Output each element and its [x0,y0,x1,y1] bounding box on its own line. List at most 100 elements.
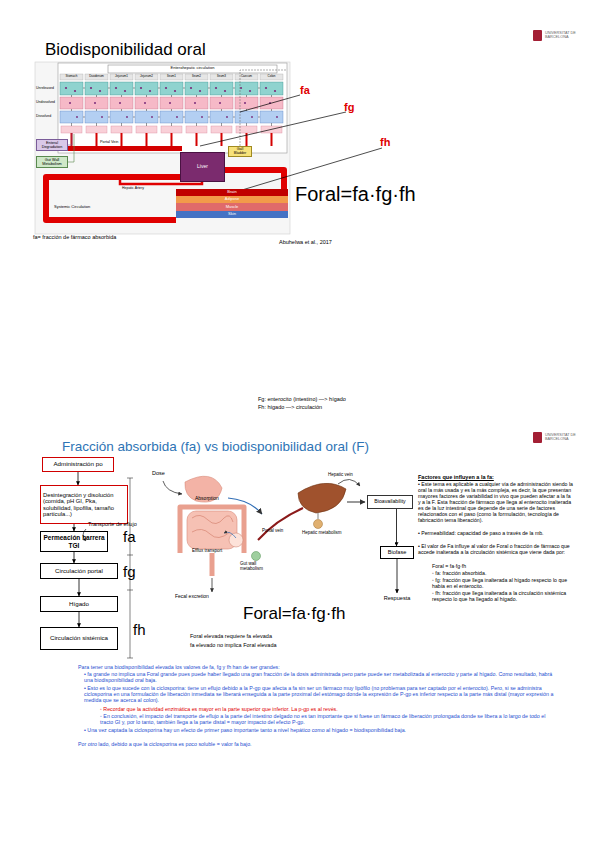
transfer-arrow [221,95,222,111]
logo-shield [533,432,542,443]
dissolved-compartment [60,111,83,123]
undissolved-compartment [210,97,233,109]
unreleased-compartment [110,82,133,95]
unreleased-compartment [185,82,208,95]
text-label: Dose [152,470,182,476]
node-text: Permeación barrera TGI [43,534,105,548]
drug-particle [190,87,192,89]
unreleased-compartment [260,82,283,95]
undissolved-compartment [235,97,258,109]
header-box [108,65,277,73]
result-label-box: Respuesta [376,593,418,604]
organ-box: Gall Bladder [228,146,252,157]
drug-particle [144,102,146,104]
transit-arrow [208,88,210,117]
node-text: Circulación portal [43,568,115,575]
slide-title: Biodisponibilidad oral [45,40,365,60]
process-box: Circulación portal [40,563,118,579]
enterocyte [236,126,257,133]
transfer-arrow [146,95,147,111]
undissolved-compartment [135,97,158,109]
absorption-arrow [96,123,97,126]
text-label: fa elevado no implica Foral elevada [190,642,340,648]
drug-particle [174,90,176,92]
text-label: Unreleased [36,86,58,90]
unreleased-compartment [60,82,83,95]
drug-particle [169,102,171,104]
drug-particle [124,90,126,92]
text-label: Foral = fa·fg·fh [432,564,552,570]
absorption-arrow [171,123,172,126]
drug-particle [149,90,151,92]
process-box: Circulación sistémica [40,627,118,650]
portal-branch [221,133,223,146]
portal-branch [121,133,123,146]
enterocyte-inset [229,533,243,547]
enterocyte [186,126,207,133]
enterocyte [86,126,107,133]
text-label: Caecum [235,75,258,78]
process-box: Gut Wall Metabolism [36,156,68,168]
absorption-arrow [121,123,122,126]
text-label: Ileum1 [160,75,183,78]
undissolved-compartment [60,97,83,109]
text-label: • Esto es lo que sucede con la ciclospor… [84,685,559,703]
text-label: • fa grande no implica una Foral grande … [84,671,559,683]
dissolved-compartment [135,111,158,123]
portal-branch [271,133,273,146]
dissolved-compartment [160,111,183,123]
drug-particle [251,116,253,118]
tissue-band: Skin [176,211,288,218]
text-label: Fh: hígado —> circulación [258,404,458,410]
text-label: fg [123,563,143,580]
segment-header [260,74,283,80]
node-text: Circulación sistémica [43,635,115,642]
absorption-arrow [71,123,72,126]
drug-particle [74,90,76,92]
unreleased-compartment [235,82,258,95]
pointer-line [200,112,346,146]
connector-arrow [396,509,397,546]
segment-header [235,74,258,80]
portal-branch [171,133,173,146]
text-label: Transporte de eflujo [88,521,158,527]
text-label: Systemic Circulation [54,205,114,210]
text-label: • Una vez captada la ciclosporina hay un… [84,727,559,733]
colon [180,507,244,553]
text-label: UNIVERSITAT DE BARCELONA [545,31,595,40]
absorption-arrow [228,498,262,514]
node-text: Adipose [178,197,286,201]
liver-box: Liver [180,152,225,182]
node-text: Desintegración y disolución (comida, pH … [43,492,125,518]
drug-particle [226,116,228,118]
text-label: • El valor de Fa influye al valor de For… [418,544,573,556]
enterohepatic-loop [240,70,287,146]
text-label: Ileum3 [210,75,233,78]
drug-particle [215,87,217,89]
drug-particle [140,87,142,89]
node-text: Hígado [43,601,115,608]
transfer-arrow [96,95,97,111]
intestine-coil [192,515,233,537]
text-label: ◦ fh: fracción que llega inalterada a la… [432,591,572,603]
text-label: Portal Vein [100,140,140,144]
text-label: fa [123,528,143,545]
process-box: Administración po [42,457,114,472]
portal-vein-vessel [258,508,303,540]
process-box: Biofase [380,546,414,559]
drug-particle [115,87,117,89]
connector-arrow [397,559,398,593]
drug-particle [90,87,92,89]
connector-arrow [74,524,75,531]
drug-particle [265,87,267,89]
text-label: Colon [260,75,283,78]
text-label: Fracción absorbida (fa) vs biodisponibil… [62,439,482,455]
drug-particle [119,102,121,104]
drug-particle [126,116,128,118]
transit-arrow [108,88,110,117]
text-label: ◦ En conclusión, el impacto del transpor… [100,713,558,725]
node-text: Gall Bladder [231,148,249,156]
node-text: Enteral Degradation [39,141,65,149]
text-label: UNIVERSITAT DE BARCELONA [545,433,595,442]
